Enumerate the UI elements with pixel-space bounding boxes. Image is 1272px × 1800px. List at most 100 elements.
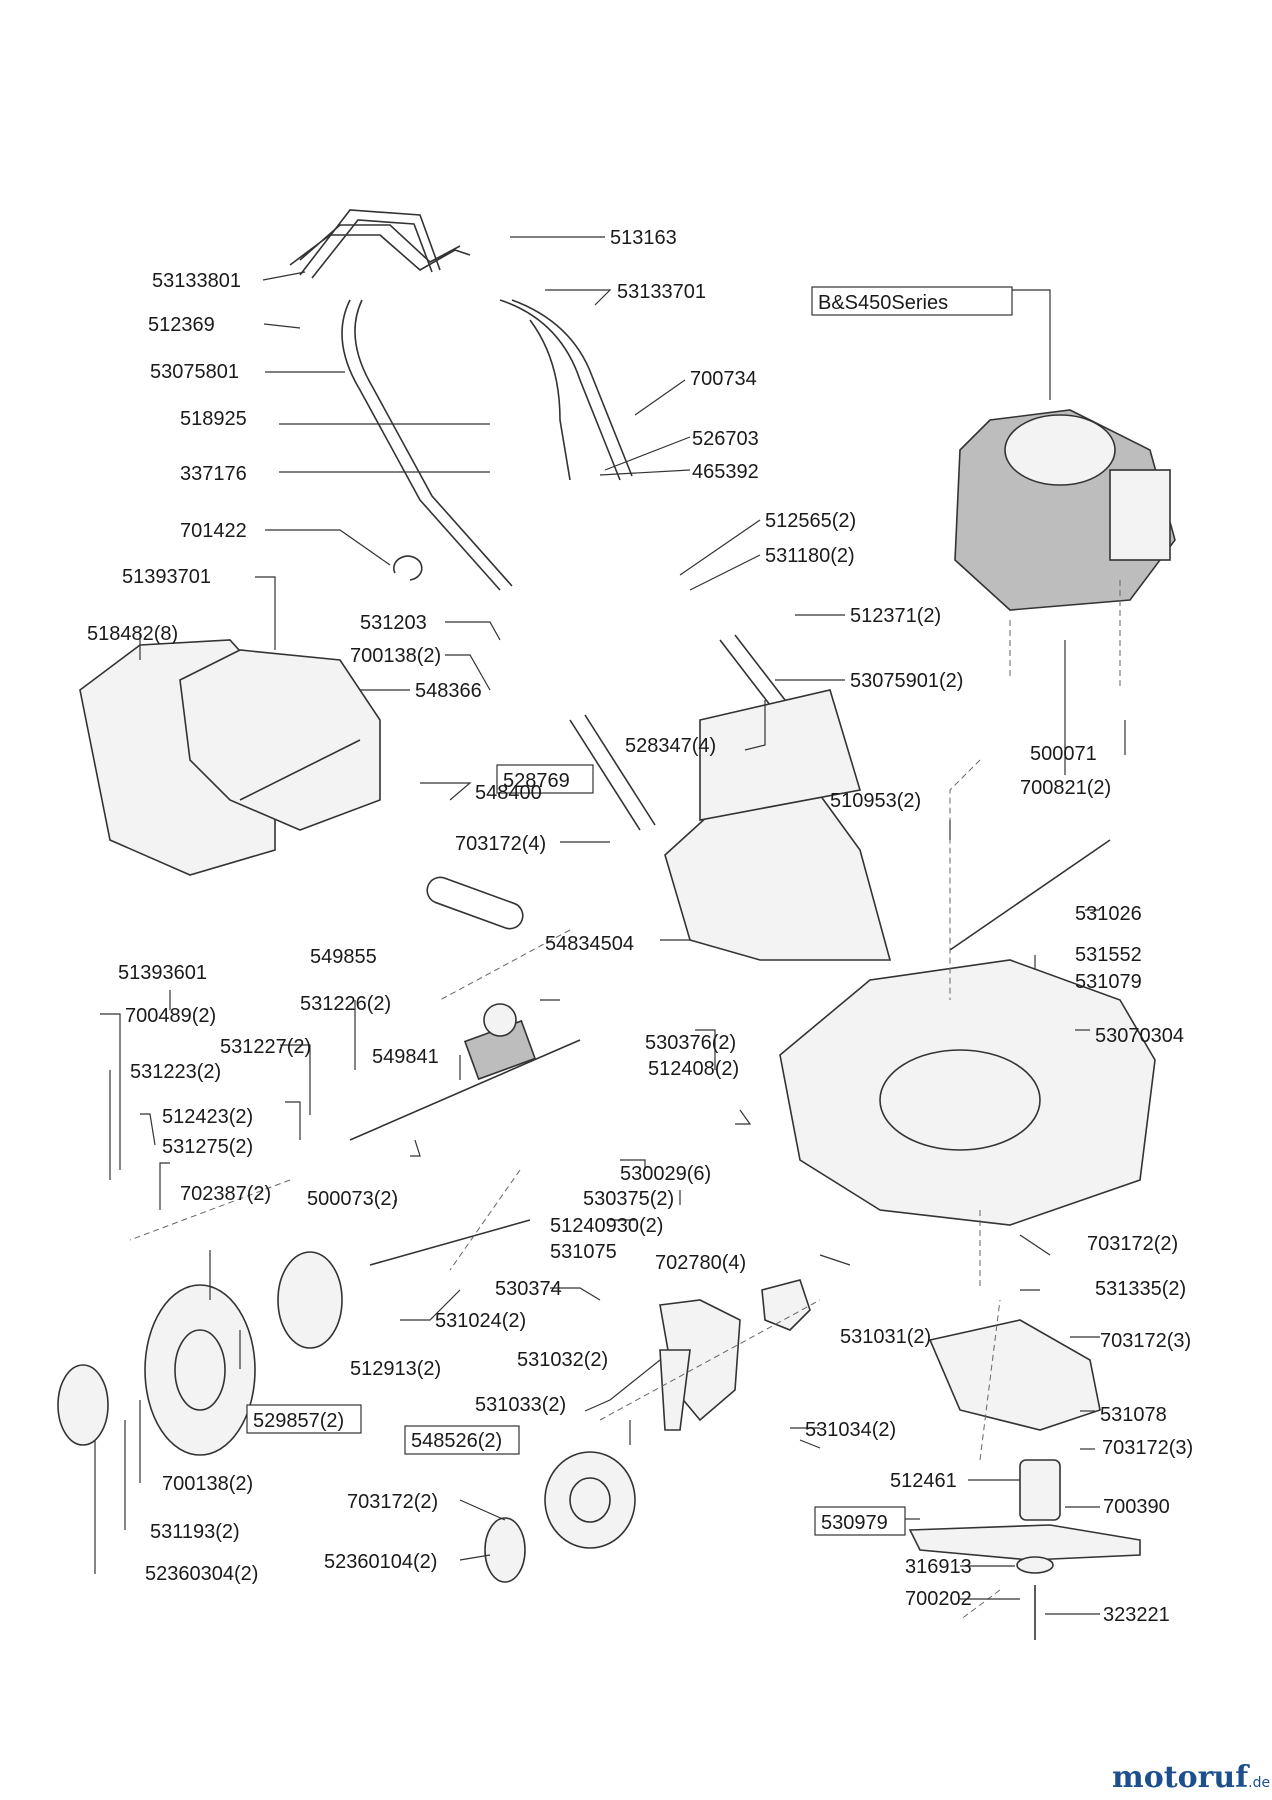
label-531226: 531226(2) (300, 993, 391, 1015)
bag-frame-drawing (179, 649, 381, 831)
engine-fins-drawing (1109, 469, 1171, 561)
label-513163: 513163 (610, 227, 677, 249)
label-51240930: 51240930(2) (550, 1215, 663, 1237)
label-531032: 531032(2) (517, 1349, 608, 1371)
deck-opening-drawing (879, 1049, 1041, 1151)
label-512461: 512461 (890, 1470, 957, 1492)
label-703172c: 703172(3) (1100, 1330, 1191, 1352)
box-529857 (246, 1404, 362, 1434)
label-700138b: 700138(2) (162, 1473, 253, 1495)
label-548526: 548526(2) (411, 1430, 502, 1452)
hubcap-rear-drawing (57, 1364, 109, 1446)
label-700821: 700821(2) (1020, 777, 1111, 799)
label-512369: 512369 (148, 314, 215, 336)
label-531275: 531275(2) (162, 1136, 253, 1158)
label-526703: 526703 (692, 428, 759, 450)
label-530374: 530374 (495, 1278, 562, 1300)
hubcap-front-drawing (484, 1517, 526, 1583)
label-52360304: 52360304(2) (145, 1563, 258, 1585)
label-531203: 531203 (360, 612, 427, 634)
label-531552: 531552 (1075, 944, 1142, 966)
label-549855: 549855 (310, 946, 377, 968)
label-700202: 700202 (905, 1588, 972, 1610)
lever-plate-drawing (659, 1349, 691, 1431)
box-530979 (814, 1506, 906, 1536)
label-703172b: 703172(2) (1087, 1233, 1178, 1255)
label-700734: 700734 (690, 368, 757, 390)
label-531193: 531193(2) (150, 1521, 240, 1543)
label-531075: 531075 (550, 1241, 617, 1263)
label-700489: 700489(2) (125, 1005, 216, 1027)
leader-lines (94, 236, 1126, 1615)
label-530979: 530979 (821, 1512, 888, 1534)
engine-flywheel-drawing (1004, 414, 1116, 486)
axle-lever-drawing (569, 714, 656, 831)
handle-bar-right-drawing (499, 299, 633, 481)
washer-316913-drawing (1016, 1556, 1054, 1574)
label-52360104: 52360104(2) (324, 1551, 437, 1573)
handle-bar-left-drawing (341, 299, 513, 591)
label-528769: 528769 (503, 770, 570, 792)
label-548400: 548400 (475, 782, 542, 804)
belt-drawing (426, 876, 524, 930)
blade-guard-drawing (928, 1319, 1101, 1431)
cable-spring-drawing (949, 839, 1111, 951)
label-337176: 337176 (180, 463, 247, 485)
rear-wheel-disc-drawing (277, 1251, 343, 1349)
label-531031: 531031(2) (840, 1326, 931, 1348)
label-703172a: 703172(4) (455, 833, 546, 855)
bag-rod-drawing (239, 739, 361, 801)
label-702780: 702780(4) (655, 1252, 746, 1274)
label-530375: 530375(2) (583, 1188, 674, 1210)
label-530376: 530376(2) (645, 1032, 736, 1054)
label-530029: 530029(6) (620, 1163, 711, 1185)
label-510953: 510953(2) (830, 790, 921, 812)
label-531026: 531026 (1075, 903, 1142, 925)
label-531335: 531335(2) (1095, 1278, 1186, 1300)
mower-deck-drawing (779, 959, 1156, 1226)
label-531180: 531180(2) (765, 545, 855, 567)
label-323221: 323221 (1103, 1604, 1170, 1626)
label-512913: 512913(2) (350, 1358, 441, 1380)
label-531024: 531024(2) (435, 1310, 526, 1332)
rear-flap-drawing (664, 794, 892, 961)
mower-blade-drawing (908, 1524, 1141, 1561)
cable-drawing (529, 319, 571, 481)
label-531033: 531033(2) (475, 1394, 566, 1416)
label-531079: 531079 (1075, 971, 1142, 993)
pulley-drawing (483, 1003, 517, 1037)
blade-adapter-drawing (1019, 1459, 1061, 1521)
label-531034: 531034(2) (805, 1419, 896, 1441)
label-53133701: 53133701 (617, 281, 706, 303)
height-adjuster-drawing (761, 1279, 811, 1331)
label-518482: 518482(8) (87, 623, 178, 645)
drive-shaft-drawing (349, 1039, 581, 1141)
label-512408: 512408(2) (648, 1058, 739, 1080)
part-labels: 513163 53133801 53133701 512369 53075801… (87, 227, 1193, 1626)
label-703172e: 703172(2) (347, 1491, 438, 1513)
part-drawings (57, 209, 1176, 1640)
bail-handle-drawing (299, 209, 441, 279)
label-512423: 512423(2) (162, 1106, 253, 1128)
label-528347: 528347(4) (625, 735, 716, 757)
label-53075901: 53075901(2) (850, 670, 963, 692)
label-700138a: 700138(2) (350, 645, 441, 667)
brand-watermark: motoruf.de (1112, 1760, 1270, 1795)
label-465392: 465392 (692, 461, 759, 483)
label-529857: 529857(2) (253, 1410, 344, 1432)
label-500071: 500071 (1030, 743, 1097, 765)
brand-logo: motoruf.de (1112, 1760, 1270, 1795)
label-531227: 531227(2) (220, 1036, 311, 1058)
label-54834504: 54834504 (545, 933, 634, 955)
label-700390: 700390 (1103, 1496, 1170, 1518)
box-548526 (404, 1425, 520, 1455)
label-316913: 316913 (905, 1556, 972, 1578)
label-512565: 512565(2) (765, 510, 856, 532)
label-53133801: 53133801 (152, 270, 241, 292)
label-549841: 549841 (372, 1046, 439, 1068)
label-531223: 531223(2) (130, 1061, 221, 1083)
rear-chute-drawing (699, 689, 862, 821)
label-53070304: 53070304 (1095, 1025, 1184, 1047)
assembly-guides (129, 580, 1121, 1621)
